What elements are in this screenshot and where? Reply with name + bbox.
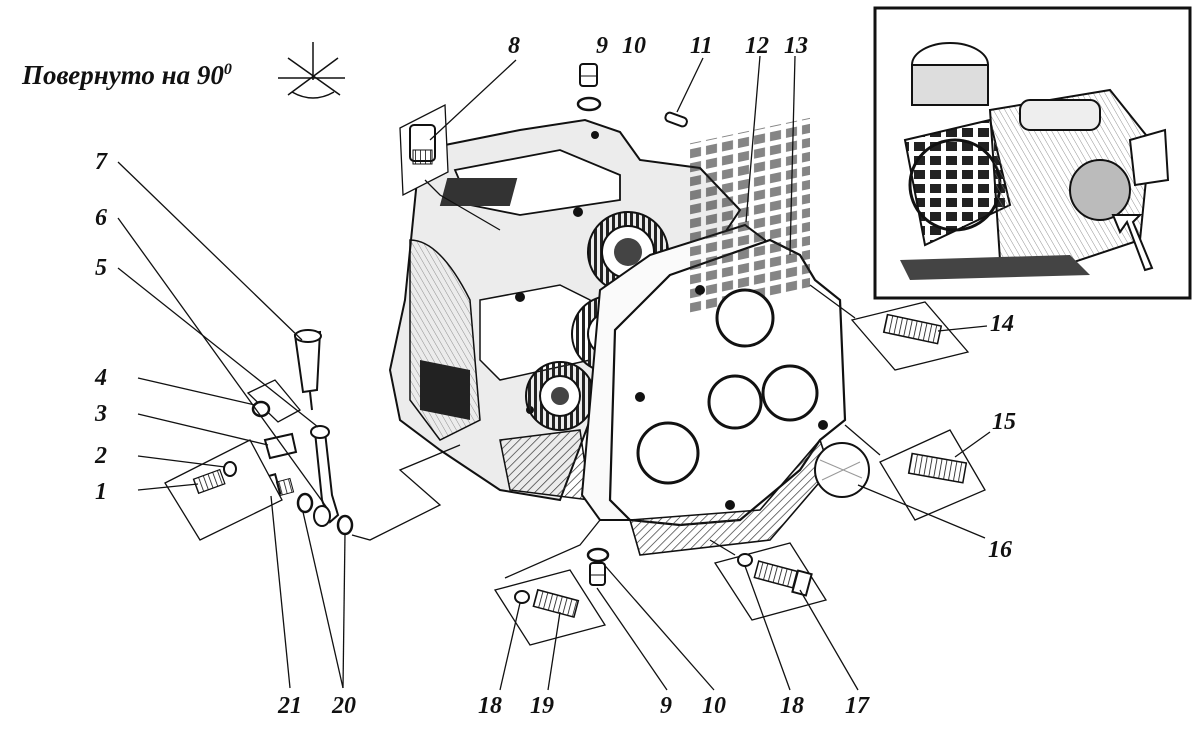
part-19-bolt-box [493, 569, 607, 646]
callout-17: 17 [845, 693, 869, 719]
part-10-washer-top [576, 96, 602, 112]
callout-9-top: 9 [596, 33, 608, 59]
inset-tractor-engine-view [873, 6, 1192, 300]
callout-6: 6 [95, 205, 107, 231]
callout-2: 2 [95, 443, 107, 469]
connector-line-15 [844, 424, 881, 456]
leader-lines [117, 55, 991, 691]
part-14-stud-box [850, 301, 970, 371]
title-degree-superscript: 0 [223, 61, 232, 78]
diagram-title: Повернуто на 900 [22, 60, 232, 90]
callout-20: 20 [332, 693, 356, 719]
part-8-plug-box [399, 103, 449, 197]
callout-3: 3 [95, 401, 107, 427]
callout-8: 8 [508, 33, 520, 59]
callout-11: 11 [690, 33, 713, 59]
callout-21: 21 [278, 693, 302, 719]
callout-18-left: 18 [478, 693, 502, 719]
part-11-pin [664, 111, 688, 128]
callout-14: 14 [990, 311, 1014, 337]
callout-19: 19 [530, 693, 554, 719]
rotation-symbol-icon [278, 42, 345, 99]
gear-housing [388, 118, 742, 502]
callout-13: 13 [784, 33, 808, 59]
part-17-bolt-box [713, 542, 828, 621]
connector-line-pipe [351, 444, 461, 541]
part-5-6-oil-pipe [310, 425, 340, 527]
part-15-stud-box [879, 429, 986, 521]
connector-line-bottom [504, 519, 601, 579]
part-16-cover-cap [814, 442, 870, 498]
callout-10-top: 10 [622, 33, 646, 59]
front-cover-plate [608, 117, 847, 527]
connector-line-17 [709, 539, 736, 556]
callout-1: 1 [95, 479, 107, 505]
parts-1-4-box [164, 379, 302, 541]
connector-line-8 [424, 179, 501, 231]
callout-10-bottom: 10 [702, 693, 726, 719]
callout-16: 16 [988, 537, 1012, 563]
callout-5: 5 [95, 255, 107, 281]
part-20-washers [296, 492, 354, 536]
callout-4: 4 [95, 365, 107, 391]
part-9-plug-top [579, 63, 598, 87]
part-7-oil-filler [293, 329, 322, 411]
connector-line-14 [809, 284, 856, 319]
part-10-washer-bottom [586, 547, 610, 563]
part-9-plug-bottom [589, 562, 606, 586]
callout-15: 15 [992, 409, 1016, 435]
callout-9-bottom: 9 [660, 693, 672, 719]
callout-7: 7 [95, 149, 107, 175]
callout-18-right: 18 [780, 693, 804, 719]
callout-12: 12 [745, 33, 769, 59]
